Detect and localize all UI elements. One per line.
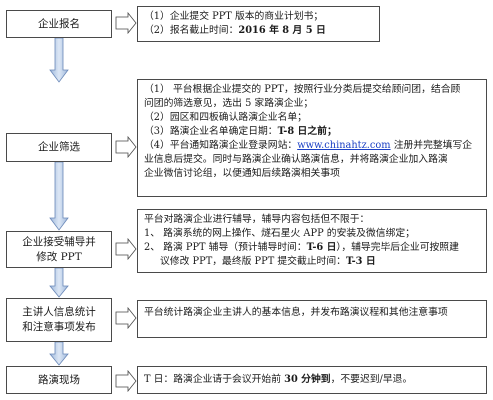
- step-registration: 企业报名: [6, 10, 112, 38]
- desc-screening: （1） 平台根据企业提交的 PPT，按照行业分类后提交给顾问团，结合顾 问团的筛…: [137, 79, 487, 197]
- flow-arrow-3: [49, 267, 69, 298]
- desc-line: （2）报名截止时间：2016 年 8 月 5 日: [144, 25, 326, 36]
- pointer-arrow-1: [115, 11, 137, 35]
- desc-line: 2、 路演 PPT 辅导（预计辅导时间：T-6 日），辅导完毕后企业可按照建: [144, 242, 459, 253]
- desc-line: 业信息后提交。同时与路演企业确认路演信息，并将路演企业加入路演: [144, 154, 448, 165]
- desc-line: （4）平台通知路演企业登录网站：www.chinahtz.com 注册并完整填写…: [144, 140, 473, 151]
- step-roadshow: 路演现场: [6, 366, 112, 394]
- step-label-line1: 企业接受辅导并: [22, 235, 96, 248]
- pointer-arrow-4: [115, 306, 137, 330]
- desc-roadshow: T 日：路演企业请于会议开始前 30 分钟到，不要迟到/早退。: [137, 366, 487, 394]
- step-label: 企业筛选: [38, 141, 80, 153]
- step-label-line1: 主讲人信息统计: [22, 306, 96, 318]
- step-label-line2: 修改 PPT: [36, 250, 82, 263]
- desc-line: 平台对路演企业进行辅导，辅导内容包括但不限于：: [144, 214, 370, 225]
- flow-arrow-2: [49, 161, 69, 231]
- desc-line: 企业微信讨论组，以便通知后续路演相关事项: [144, 168, 340, 179]
- step-coaching: 企业接受辅导并 修改 PPT: [6, 231, 112, 268]
- desc-speaker-info: 平台统计路演企业主讲人的基本信息，并发布路演议程和其他注意事项: [137, 300, 487, 338]
- pointer-arrow-5: [115, 369, 137, 393]
- pointer-arrow-3: [115, 237, 137, 261]
- desc-line: （1） 平台根据企业提交的 PPT，按照行业分类后提交给顾问团，结合顾: [144, 84, 461, 95]
- desc-line: （2）园区和四板确认路演企业名单；: [144, 112, 307, 123]
- desc-line: 平台统计路演企业主讲人的基本信息，并发布路演议程和其他注意事项: [144, 307, 448, 318]
- desc-coaching: 平台对路演企业进行辅导，辅导内容包括但不限于： 1、 路演系统的网上操作、燧石星…: [137, 209, 487, 273]
- pointer-arrow-2: [115, 135, 137, 159]
- step-label: 企业报名: [38, 17, 80, 30]
- desc-line: （1）企业提交 PPT 版本的商业计划书；: [144, 11, 324, 22]
- flow-arrow-1: [49, 37, 69, 83]
- desc-line: 议修改 PPT，最终版 PPT 提交截止时间：T-3 日: [160, 256, 376, 267]
- step-label: 路演现场: [38, 373, 80, 386]
- desc-line: T 日：路演企业请于会议开始前 30 分钟到，不要迟到/早退。: [144, 374, 413, 385]
- website-link[interactable]: www.chinahtz.com: [297, 140, 391, 151]
- flow-arrow-4: [49, 341, 69, 366]
- desc-line: （3）路演企业名单确定日期：T-8 日之前；: [144, 126, 337, 137]
- desc-line: 问团的筛选意见，选出 5 家路演企业；: [144, 98, 314, 109]
- step-screening: 企业筛选: [6, 133, 112, 162]
- desc-line: 1、 路演系统的网上操作、燧石星火 APP 的安装及微信绑定；: [144, 228, 415, 239]
- step-speaker-info: 主讲人信息统计 和注意事项发布: [6, 298, 112, 342]
- desc-registration: （1）企业提交 PPT 版本的商业计划书； （2）报名截止时间：2016 年 8…: [137, 6, 380, 42]
- step-label-line2: 和注意事项发布: [22, 321, 96, 333]
